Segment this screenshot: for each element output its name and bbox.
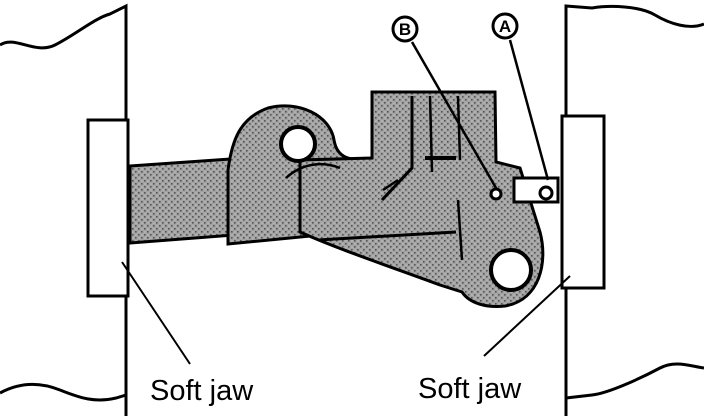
label-soft-jaw-left: Soft jaw: [150, 375, 254, 407]
left-vise-bottom-break: [0, 382, 127, 402]
upper-bore: [279, 125, 317, 163]
pin-head: [538, 185, 554, 201]
soft-jaw-right: [560, 114, 606, 290]
soft-jaw-left: [86, 118, 130, 298]
callout-b: B: [391, 15, 498, 189]
pin-point-b: [489, 187, 503, 201]
callout-a-letter: A: [499, 17, 511, 36]
callout-b-letter: B: [399, 20, 411, 39]
right-vise-bottom-break: [565, 362, 704, 400]
label-soft-jaw-right: Soft jaw: [418, 373, 522, 405]
fork-part: [128, 90, 560, 308]
leader-left-jaw: [121, 261, 191, 365]
left-vise-body: [0, 3, 128, 416]
leader-right-jaw: [483, 275, 571, 357]
callout-a: A: [491, 12, 550, 181]
right-vise-body: [564, 4, 704, 416]
lower-bore: [489, 248, 533, 292]
